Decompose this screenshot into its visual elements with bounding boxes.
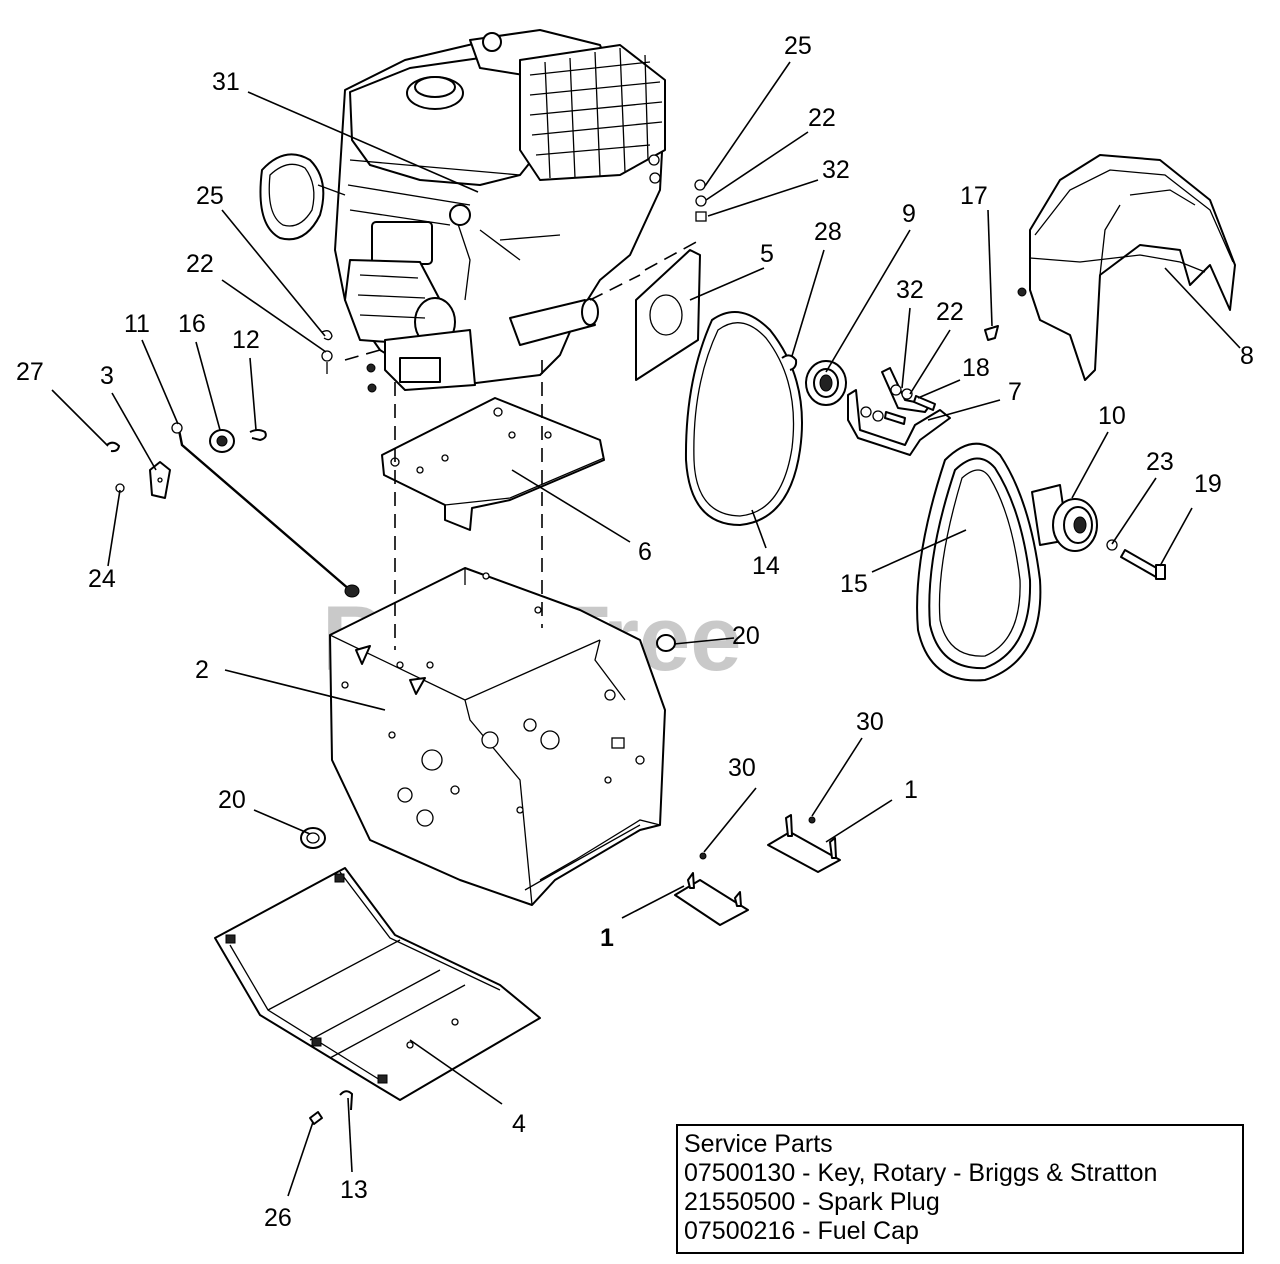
callout-16: 16 — [178, 310, 206, 338]
callout-31: 31 — [212, 68, 240, 96]
washer-part-23[interactable] — [1106, 539, 1118, 551]
callout-32-right: 32 — [896, 276, 924, 304]
callout-12: 12 — [232, 326, 260, 354]
hardware-25-22-left[interactable] — [321, 330, 333, 374]
service-parts-box: Service Parts 07500130 - Key, Rotary - B… — [676, 1124, 1244, 1254]
grommet-part-16[interactable] — [209, 429, 235, 453]
belt-part-14[interactable] — [684, 311, 803, 526]
service-parts-title: Service Parts — [684, 1130, 833, 1158]
cable-part-11[interactable] — [171, 422, 360, 598]
callout-14: 14 — [752, 552, 780, 580]
service-part-item: 07500130 - Key, Rotary - Briggs & Stratt… — [684, 1159, 1158, 1187]
callout-22-right: 22 — [936, 298, 964, 326]
callout-20-lower: 20 — [218, 786, 246, 814]
bracket-part-3[interactable] — [149, 461, 171, 499]
callout-28: 28 — [814, 218, 842, 246]
bracket-part-7[interactable] — [847, 367, 951, 456]
callout-6: 6 — [638, 538, 652, 566]
clip-part-27[interactable] — [106, 441, 121, 453]
callout-1-left: 1 — [600, 924, 614, 952]
nut-part-30-left[interactable] — [699, 852, 707, 860]
belt-cover-part-8[interactable] — [1017, 154, 1236, 381]
callout-17: 17 — [960, 182, 988, 210]
pin-part-13[interactable] — [339, 1090, 354, 1111]
callout-7: 7 — [1008, 378, 1022, 406]
callout-labels: 31 25 22 32 25 22 11 16 12 27 3 24 5 28 … — [16, 32, 1254, 1232]
callout-3: 3 — [100, 362, 114, 390]
callout-2: 2 — [195, 656, 209, 684]
assembly-dash-lines — [344, 239, 701, 650]
callout-27: 27 — [16, 358, 44, 386]
grommet-part-20-upper[interactable] — [656, 634, 676, 652]
callout-19: 19 — [1194, 470, 1222, 498]
callout-5: 5 — [760, 240, 774, 268]
callout-24: 24 — [88, 565, 116, 593]
plate-part-6[interactable] — [381, 397, 605, 531]
callout-1-right: 1 — [904, 776, 918, 804]
nut-part-30-right[interactable] — [808, 816, 816, 824]
pulley-part-9[interactable] — [805, 360, 847, 406]
clip-part-12[interactable] — [249, 429, 267, 442]
callout-4: 4 — [512, 1110, 526, 1138]
callout-32-upper: 32 — [822, 156, 850, 184]
callout-20-upper: 20 — [732, 622, 760, 650]
callout-15: 15 — [840, 570, 868, 598]
callout-13: 13 — [340, 1176, 368, 1204]
foot-part-1-left[interactable] — [674, 872, 749, 926]
bolt-part-26[interactable] — [309, 1111, 323, 1125]
clip-part-17[interactable] — [984, 325, 999, 341]
service-part-item: 07500216 - Fuel Cap — [684, 1217, 919, 1245]
callout-25-upper: 25 — [784, 32, 812, 60]
callout-30-right: 30 — [856, 708, 884, 736]
callout-9: 9 — [902, 200, 916, 228]
shield-part-4[interactable] — [214, 867, 541, 1101]
bolt-part-19[interactable] — [1120, 549, 1166, 580]
gasket-part-5[interactable] — [635, 249, 701, 381]
callout-18: 18 — [962, 354, 990, 382]
callout-8: 8 — [1240, 342, 1254, 370]
ring-part-28[interactable] — [781, 354, 798, 371]
callout-22-left: 22 — [186, 250, 214, 278]
hardware-25-22-32-upper[interactable] — [694, 179, 707, 222]
callout-22-upper: 22 — [808, 104, 836, 132]
leader-lines — [51, 61, 1241, 1197]
callout-23: 23 — [1146, 448, 1174, 476]
callout-10: 10 — [1098, 402, 1126, 430]
belt-part-15[interactable] — [916, 442, 1042, 682]
frame-part-2[interactable] — [329, 567, 666, 906]
callout-26: 26 — [264, 1204, 292, 1232]
engine-part-31[interactable] — [259, 29, 666, 393]
callout-11: 11 — [124, 310, 150, 338]
service-part-item: 21550500 - Spark Plug — [684, 1188, 940, 1216]
callout-30-left: 30 — [728, 754, 756, 782]
callout-25-left: 25 — [196, 182, 224, 210]
pulley-part-10[interactable] — [1031, 484, 1098, 552]
foot-part-1-right[interactable] — [767, 814, 841, 873]
